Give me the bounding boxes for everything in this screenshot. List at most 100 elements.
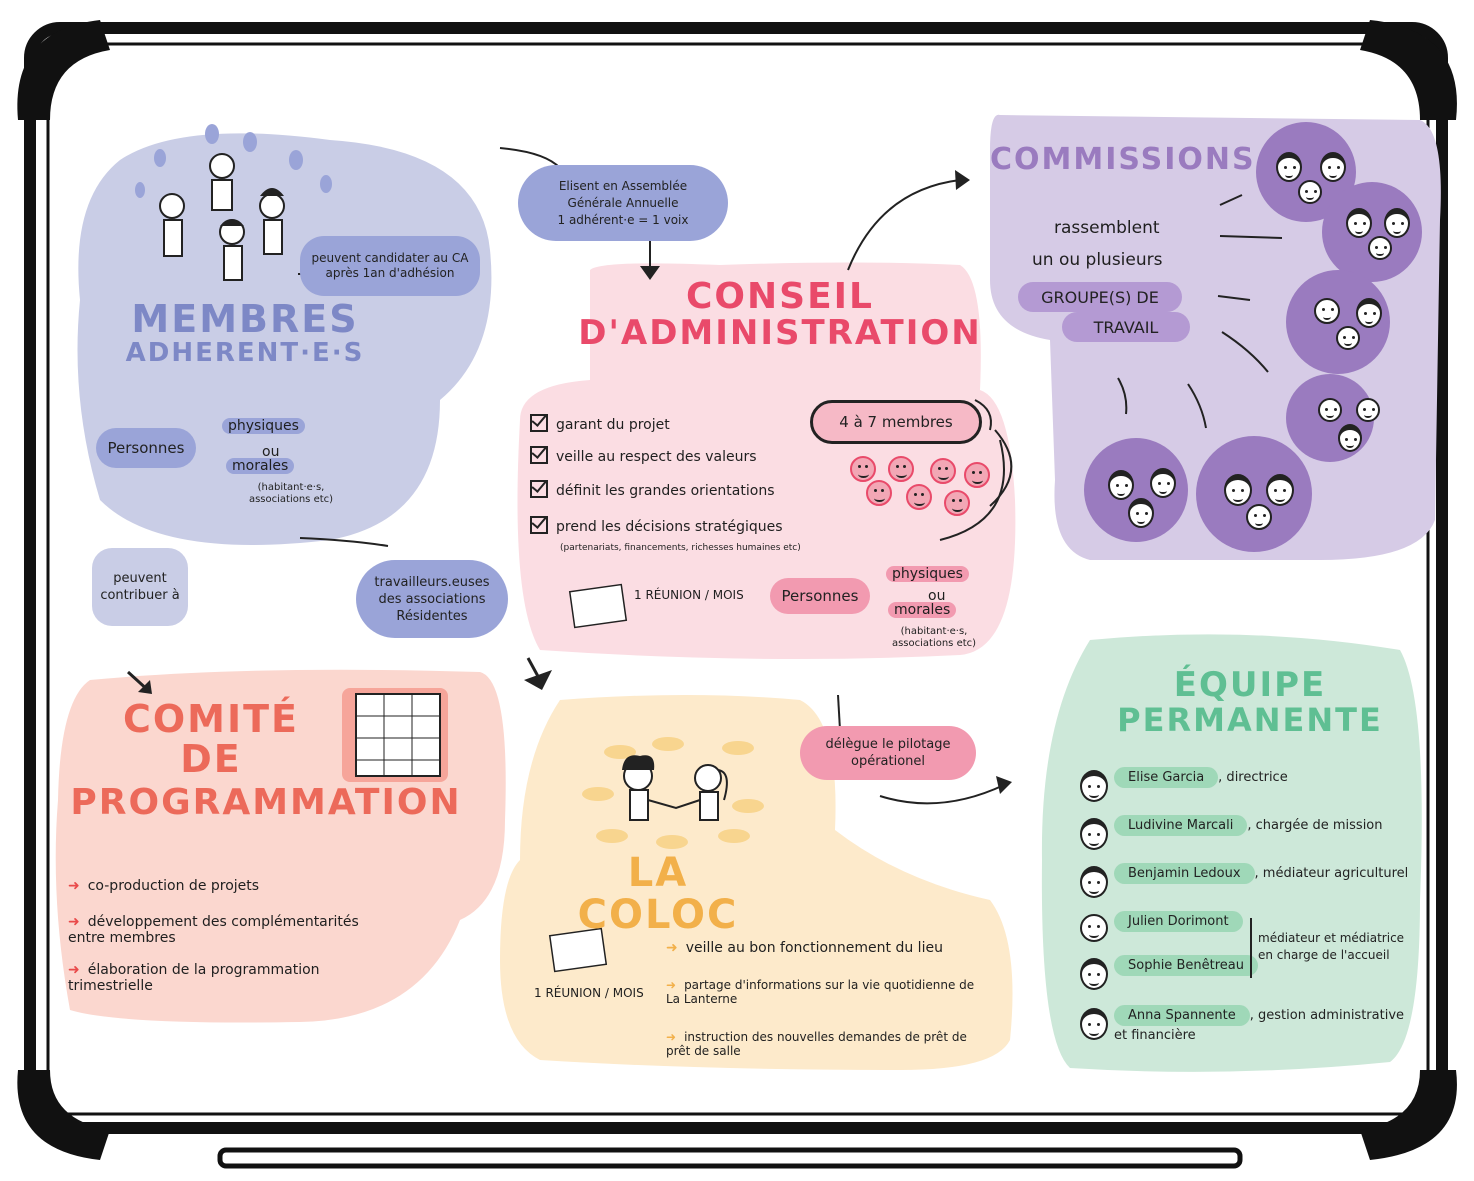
- membres-ou: ou: [262, 444, 280, 460]
- arrow-right-icon: ➜: [68, 962, 80, 978]
- membres-note: (habitant·e·s, associations etc): [248, 482, 334, 505]
- equipe-member-5-name: Sophie Benêtreau: [1114, 955, 1258, 976]
- conseil-items-note: (partenariats, financements, richesses h…: [560, 543, 801, 553]
- checkbox-icon: [530, 480, 548, 498]
- commissions-travail-pill: TRAVAIL: [1062, 312, 1190, 342]
- equipe-title: ÉQUIPE PERMANENTE: [1100, 665, 1400, 739]
- conseil-title-line2: D'ADMINISTRATION: [578, 312, 982, 353]
- equipe-member-1-role: , directrice: [1218, 770, 1288, 785]
- member-smiley-icon: [866, 480, 892, 506]
- person-face-icon: [1298, 180, 1322, 204]
- equipe-member-6-name: Anna Spannente: [1114, 1005, 1250, 1026]
- conseil-item-2-label: veille au respect des valeurs: [556, 449, 757, 465]
- comite-title-line1: COMITÉ: [122, 697, 300, 741]
- conseil-note: (habitant·e·s, associations etc): [891, 626, 977, 649]
- travailleurs-text: travailleurs.euses des associations Rési…: [374, 574, 490, 624]
- person-face-icon: [1080, 1008, 1108, 1040]
- arrow-right-icon: ➜: [666, 978, 677, 992]
- comite-item-3-label: élaboration de la programmation trimestr…: [68, 962, 320, 994]
- person-face-icon: [1080, 866, 1108, 898]
- membres-title-line2: ADHERENT·E·S: [125, 337, 365, 368]
- person-face-icon: [1356, 298, 1382, 328]
- arrow-right-icon: ➜: [666, 940, 678, 956]
- person-face-icon: [1266, 474, 1294, 506]
- equipe-member-3-role: , médiateur agriculturel: [1254, 866, 1409, 881]
- delegue-text: délègue le pilotage opérationel: [825, 737, 951, 769]
- equipe-member-6: Anna Spannente, gestion administrative e…: [1114, 1005, 1414, 1046]
- arrow-right-icon: ➜: [666, 1030, 677, 1044]
- conseil-reunion: 1 RÉUNION / MOIS: [634, 588, 744, 602]
- person-face-icon: [1320, 152, 1346, 182]
- coloc-item-3: ➜instruction des nouvelles demandes de p…: [666, 1030, 976, 1058]
- member-smiley-icon: [888, 456, 914, 482]
- coloc-item-1-label: veille au bon fonctionnement du lieu: [685, 940, 943, 956]
- person-face-icon: [1338, 424, 1362, 452]
- equipe-title-line2: PERMANENTE: [1117, 700, 1383, 739]
- coloc-item-3-label: instruction des nouvelles demandes de pr…: [666, 1030, 967, 1058]
- checkbox-icon: [530, 516, 548, 534]
- comite-item-1-label: co-production de projets: [87, 878, 260, 894]
- commissions-line1: rassemblent: [1054, 218, 1160, 238]
- person-face-icon: [1368, 236, 1392, 260]
- person-face-icon: [1080, 914, 1108, 942]
- conseil-item-4-label: prend les décisions stratégiques: [556, 519, 783, 535]
- candidater-text: peuvent candidater au CA après 1an d'adh…: [311, 251, 469, 280]
- commissions-title: COMMISSIONS: [990, 142, 1256, 177]
- member-smiley-icon: [930, 458, 956, 484]
- conseil-personnes-pill: Personnes: [770, 578, 870, 614]
- comite-item-2-label: développement des complémentarités entre…: [68, 914, 359, 946]
- equipe-member-2-name: Ludivine Marcali: [1114, 815, 1248, 836]
- member-smiley-icon: [964, 462, 990, 488]
- person-face-icon: [1384, 208, 1410, 238]
- arrow-right-icon: ➜: [68, 878, 80, 894]
- conseil-title-line1: CONSEIL: [685, 276, 874, 317]
- person-face-icon: [1276, 152, 1302, 182]
- arrow-right-icon: ➜: [68, 914, 80, 930]
- conseil-item-3-label: définit les grandes orientations: [556, 483, 775, 499]
- person-face-icon: [1108, 470, 1134, 500]
- contribuer-text: peuvent contribuer à: [100, 571, 180, 603]
- equipe-member-3: Benjamin Ledoux, médiateur agriculturel: [1114, 863, 1409, 884]
- person-face-icon: [1080, 770, 1108, 802]
- equipe-member-6-role: , gestion administrative et financière: [1114, 1008, 1405, 1043]
- conseil-item-3: définit les grandes orientations: [530, 480, 774, 499]
- comite-title-line2: DE: [180, 736, 242, 781]
- commissions-groupes: GROUPE(S) DE: [1041, 287, 1159, 307]
- conseil-morales: morales: [888, 602, 957, 618]
- equipe-member-1-name: Elise Garcia: [1114, 767, 1219, 788]
- member-smiley-icon: [850, 456, 876, 482]
- equipe-member-3-name: Benjamin Ledoux: [1114, 863, 1255, 884]
- person-face-icon: [1318, 398, 1342, 422]
- person-face-icon: [1314, 298, 1340, 324]
- contribuer-bubble: peuvent contribuer à: [92, 548, 188, 626]
- membres-title-line1: MEMBRES: [131, 297, 359, 341]
- person-face-icon: [1336, 326, 1360, 350]
- comite-item-2: ➜développement des complémentarités entr…: [68, 914, 388, 946]
- coloc-reunion: 1 RÉUNION / MOIS: [534, 986, 644, 1000]
- coloc-item-1: ➜ veille au bon fonctionnement du lieu: [666, 940, 943, 956]
- comite-item-3: ➜élaboration de la programmation trimest…: [68, 962, 368, 994]
- conseil-membres-count: 4 à 7 membres: [810, 400, 982, 444]
- equipe-title-line1: ÉQUIPE: [1173, 665, 1327, 705]
- commissions-groupes-pill: GROUPE(S) DE: [1018, 282, 1182, 312]
- conseil-physiques: physiques: [886, 566, 969, 582]
- person-face-icon: [1080, 958, 1108, 990]
- person-face-icon: [1080, 818, 1108, 850]
- equipe-member-1: Elise Garcia, directrice: [1114, 767, 1288, 788]
- elisent-line3: 1 adhérent·e = 1 voix: [557, 212, 689, 227]
- membres-morales: morales: [226, 458, 295, 474]
- conseil-membres-count-label: 4 à 7 membres: [839, 413, 953, 431]
- person-face-icon: [1356, 398, 1380, 422]
- conseil-item-4: prend les décisions stratégiques: [530, 516, 783, 535]
- commissions-line2: un ou plusieurs: [1032, 250, 1163, 270]
- conseil-title: CONSEIL D'ADMINISTRATION: [570, 278, 990, 351]
- person-face-icon: [1128, 498, 1154, 528]
- travailleurs-bubble: travailleurs.euses des associations Rési…: [356, 560, 508, 638]
- commissions-travail: TRAVAIL: [1093, 317, 1159, 337]
- person-face-icon: [1246, 504, 1272, 530]
- conseil-item-2: veille au respect des valeurs: [530, 446, 757, 465]
- comite-item-1: ➜ co-production de projets: [68, 878, 259, 894]
- checkbox-icon: [530, 414, 548, 432]
- equipe-member-2: Ludivine Marcali, chargée de mission: [1114, 815, 1383, 836]
- person-face-icon: [1150, 468, 1176, 498]
